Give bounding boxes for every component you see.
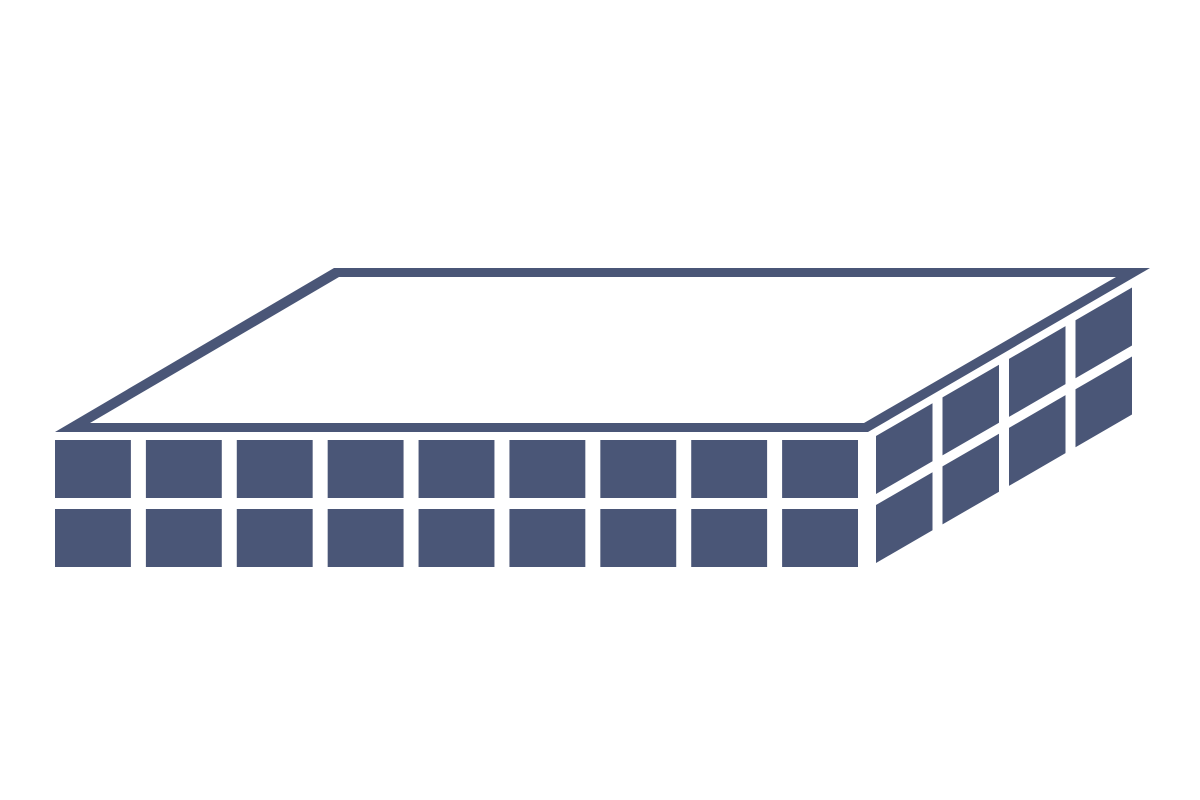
front-window-r1-c1 [55,440,131,498]
building-front-face [55,440,858,567]
front-window-r2-c2 [145,509,222,567]
side-window-r1-c3 [1009,326,1066,417]
top-face-surface [90,277,1116,423]
side-window-r1-c1 [876,403,933,494]
front-window-r1-c2 [145,440,222,498]
front-window-r1-c4 [327,440,404,498]
front-window-r2-c8 [691,509,768,567]
side-window-r2-c3 [1009,395,1066,486]
front-window-r2-c3 [236,509,313,567]
building-top-face [55,268,1150,432]
front-window-r2-c6 [509,509,586,567]
front-window-r1-c7 [600,440,677,498]
front-window-r1-c6 [509,440,586,498]
front-window-r1-c5 [418,440,495,498]
front-window-r1-c8 [691,440,768,498]
front-window-r2-c9 [782,509,858,567]
front-window-r1-c3 [236,440,313,498]
side-window-r1-c2 [942,364,999,456]
side-window-r1-c4 [1075,287,1132,379]
front-window-r2-c7 [600,509,677,567]
side-window-r2-c2 [942,433,999,525]
front-window-r2-c1 [55,509,131,567]
side-window-r2-c4 [1075,356,1132,448]
building-side-face [876,287,1132,563]
front-window-r1-c9 [782,440,858,498]
front-window-r2-c4 [327,509,404,567]
side-window-r2-c1 [876,472,933,563]
front-window-r2-c5 [418,509,495,567]
